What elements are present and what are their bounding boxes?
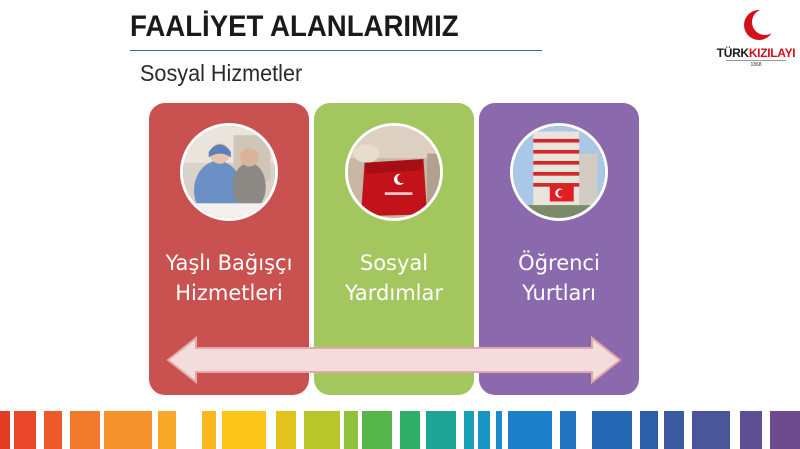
card-elderly-donor-services: Yaşlı Bağışçı Hizmetleri [149, 103, 309, 395]
double-headed-arrow-icon [166, 336, 622, 384]
aid-bags-photo-icon [345, 123, 443, 221]
card-label: Öğrenci Yurtları [518, 251, 600, 305]
card-label: Yaşlı Bağışçı Hizmetleri [165, 251, 293, 305]
card-social-aid: Sosyal Yardımlar [314, 103, 474, 395]
kizilay-logo: TÜRKKIZILAYI 1868 [716, 6, 796, 68]
card-label: Sosyal Yardımlar [344, 251, 444, 305]
logo-divider [726, 60, 786, 61]
page-title: FAALİYET ALANLARIMIZ [130, 10, 459, 43]
page-subtitle: Sosyal Hizmetler [140, 60, 303, 86]
logo-tagline: 1868 [750, 62, 762, 68]
crescent-icon [744, 9, 772, 40]
decorative-color-stripes [0, 411, 800, 449]
title-underline [130, 50, 542, 51]
dormitory-building-photo-icon [510, 123, 608, 221]
logo-wordmark: TÜRKKIZILAYI [716, 46, 796, 60]
elderly-care-photo-icon [180, 123, 278, 221]
card-student-dormitories: Öğrenci Yurtları [479, 103, 639, 395]
